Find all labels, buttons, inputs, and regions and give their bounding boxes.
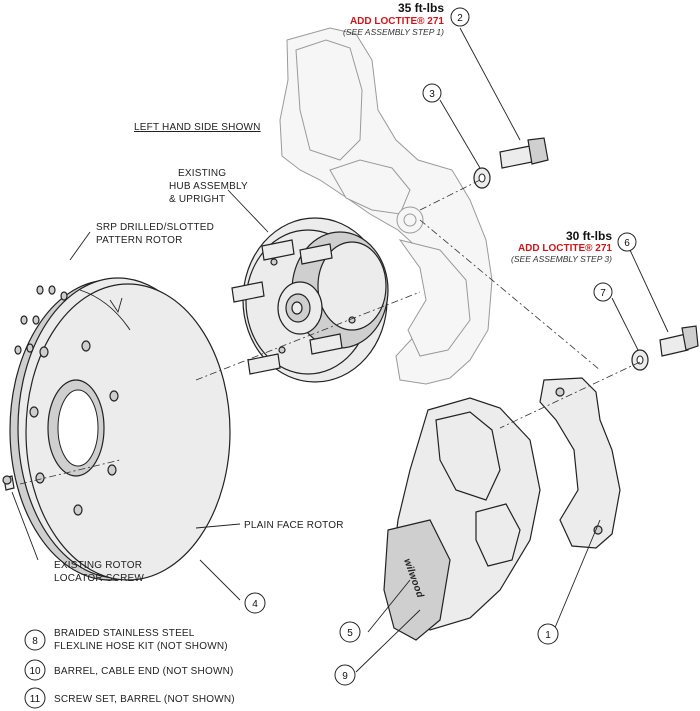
- caliper-assembly: wilwood: [383, 397, 541, 641]
- locator-screw: [2, 475, 15, 491]
- svg-text:5: 5: [347, 628, 353, 639]
- svg-text:EXISTING: EXISTING: [178, 168, 226, 179]
- leader-lines: [11, 27, 669, 673]
- torque-value: 35 ft-lbs: [398, 1, 444, 15]
- callout-1: 1: [537, 623, 559, 645]
- svg-text:7: 7: [600, 288, 606, 299]
- svg-text:10: 10: [29, 666, 41, 677]
- locator-label: EXISTING ROTOR LOCATOR SCREW: [54, 560, 144, 584]
- washer-7: [631, 349, 649, 371]
- loctite-instruction: ADD LOCTITE® 271: [518, 243, 612, 254]
- rotor-drilled-holes: [14, 285, 68, 355]
- assembly-step-note: (SEE ASSEMBLY STEP 1): [343, 27, 444, 37]
- svg-text:4: 4: [252, 599, 258, 610]
- wheel-studs: [231, 239, 343, 375]
- callout-3: 3: [422, 83, 442, 103]
- callout-2: 2: [450, 7, 470, 27]
- bolt-6: [659, 325, 699, 357]
- hub-assembly: [231, 217, 389, 383]
- loctite-instruction: ADD LOCTITE® 271: [350, 16, 444, 27]
- plain-rotor-label: PLAIN FACE ROTOR: [244, 520, 344, 531]
- svg-text:8: 8: [32, 636, 38, 647]
- upright-ghost: [279, 27, 493, 385]
- assembly-step-note: (SEE ASSEMBLY STEP 3): [511, 254, 612, 264]
- side-note: LEFT HAND SIDE SHOWN: [134, 122, 261, 133]
- svg-text:SCREW SET, BARREL (NOT SHOWN): SCREW SET, BARREL (NOT SHOWN): [54, 694, 235, 705]
- rotor-label: SRP DRILLED/SLOTTED PATTERN ROTOR: [96, 222, 214, 246]
- assembly-centerlines: [19, 179, 641, 485]
- svg-text:BARREL, CABLE END (NOT SHOWN): BARREL, CABLE END (NOT SHOWN): [54, 666, 234, 677]
- callout-9: 9: [334, 664, 356, 686]
- rotor: [9, 277, 231, 581]
- svg-text:HUB ASSEMBLY: HUB ASSEMBLY: [169, 181, 248, 192]
- callout-4: 4: [244, 592, 266, 614]
- svg-text:3: 3: [429, 89, 435, 100]
- torque-spec-2: 30 ft-lbs ADD LOCTITE® 271 (SEE ASSEMBLY…: [511, 229, 612, 264]
- legend-item-11: 11 SCREW SET, BARREL (NOT SHOWN): [24, 687, 235, 709]
- callout-6: 6: [617, 232, 637, 252]
- bolt-2: [499, 137, 549, 169]
- callout-7: 7: [593, 282, 613, 302]
- legend-item-8: 8 BRAIDED STAINLESS STEEL FLEXLINE HOSE …: [24, 628, 228, 652]
- svg-text:BRAIDED STAINLESS STEEL: BRAIDED STAINLESS STEEL: [54, 628, 195, 639]
- svg-text:EXISTING ROTOR: EXISTING ROTOR: [54, 560, 142, 571]
- callout-5: 5: [339, 621, 361, 643]
- svg-text:11: 11: [30, 694, 41, 705]
- torque-value: 30 ft-lbs: [566, 229, 612, 243]
- svg-text:LOCATOR SCREW: LOCATOR SCREW: [54, 573, 144, 584]
- washer-3: [473, 167, 491, 189]
- svg-text:PATTERN ROTOR: PATTERN ROTOR: [96, 235, 183, 246]
- svg-text:FLEXLINE HOSE KIT (NOT SHOWN): FLEXLINE HOSE KIT (NOT SHOWN): [54, 641, 228, 652]
- legend-item-10: 10 BARREL, CABLE END (NOT SHOWN): [24, 659, 234, 681]
- caliper-bracket: [539, 377, 621, 549]
- svg-text:SRP DRILLED/SLOTTED: SRP DRILLED/SLOTTED: [96, 222, 214, 233]
- svg-text:2: 2: [457, 13, 463, 24]
- svg-text:1: 1: [545, 630, 551, 641]
- hub-label: EXISTING HUB ASSEMBLY & UPRIGHT: [169, 168, 248, 205]
- svg-text:& UPRIGHT: & UPRIGHT: [169, 194, 225, 205]
- svg-text:6: 6: [624, 238, 630, 249]
- rotor-bolt-holes: [29, 340, 119, 516]
- torque-spec-1: 35 ft-lbs ADD LOCTITE® 271 (SEE ASSEMBLY…: [343, 1, 444, 37]
- svg-text:9: 9: [342, 671, 348, 682]
